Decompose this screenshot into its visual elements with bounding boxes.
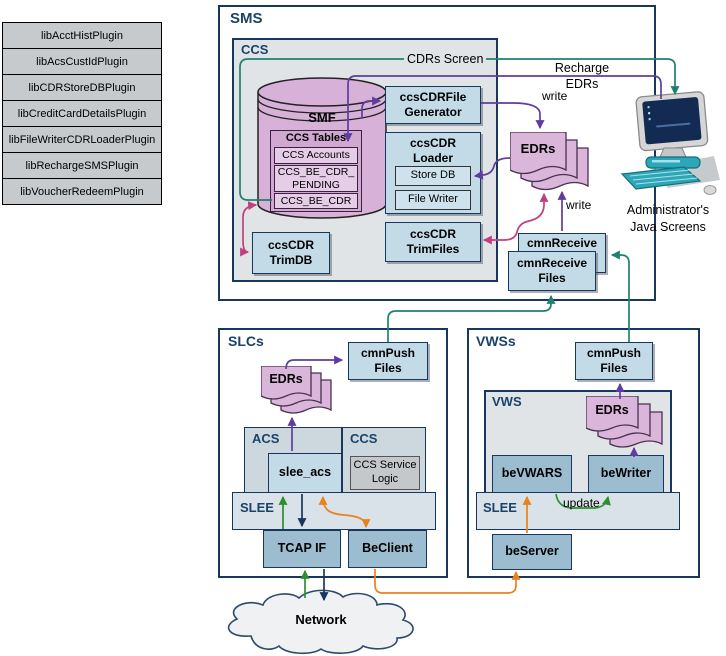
administrator-computer-icon [620, 91, 720, 195]
write-label-generator: write [542, 89, 568, 103]
list-item: libCDRStoreDBPlugin [2, 74, 162, 101]
tcap-if-box: TCAP IF [263, 530, 341, 568]
be-vwars-box: beVWARS [492, 455, 572, 493]
be-client-box: BeClient [348, 530, 427, 568]
be-writer-label: beWriter [600, 466, 652, 481]
edrs-label-vws: EDRs [595, 403, 629, 417]
recharge-edrs-label: Recharge EDRs [554, 61, 610, 91]
cmn-push-files-vwss-box: cmnPush Files [575, 342, 653, 380]
cmn-receive-back-label: cmnReceive [526, 236, 598, 250]
list-item: libAcsCustIdPlugin [2, 48, 162, 75]
ccs-service-logic-label: CCS Service Logic [353, 459, 417, 485]
plugin-library-list: libAcctHistPlugin libAcsCustIdPlugin lib… [2, 22, 162, 205]
write-label-receive: write [566, 198, 592, 212]
update-label: update [563, 496, 600, 510]
be-writer-box: beWriter [588, 455, 664, 493]
acs-title: ACS [252, 431, 280, 446]
store-db-box: Store DB [395, 166, 471, 186]
edrs-label-slcs: EDRs [269, 372, 303, 386]
smf-label: SMF [308, 110, 336, 125]
ccs-cdr-file-generator-label: ccsCDRFile Generator [399, 90, 467, 119]
network-cloud-icon [227, 589, 414, 655]
cmn-push-files-vwss-label: cmnPush Files [586, 346, 641, 375]
list-item: libVoucherRedeemPlugin [2, 178, 162, 205]
slee-label-slcs: SLEE [240, 500, 274, 515]
sms-title: SMS [230, 10, 263, 27]
edrs-documents-icon [261, 366, 332, 414]
ccs-service-logic-box: CCS Service Logic [350, 456, 420, 490]
ccs-tables-title: CCS Tables [285, 132, 347, 144]
slee-acs-box: slee_acs [268, 453, 342, 493]
tcap-if-label: TCAP IF [277, 541, 327, 556]
ccs-cdr-file-generator-box: ccsCDRFile Generator [385, 86, 481, 124]
ccs-be-cdr-table: CCS_BE_CDR [274, 193, 358, 209]
cmn-receive-files-label: cmnReceive Files [517, 256, 588, 285]
network-label: Network [295, 612, 347, 627]
list-item: libFileWriterCDRLoaderPlugin [2, 126, 162, 153]
edrs-documents-icon [586, 396, 663, 448]
list-item: libAcctHistPlugin [2, 22, 162, 49]
ccs-title: CCS [241, 42, 269, 57]
vwss-title: VWSs [476, 333, 516, 349]
ccs-cdr-trim-db-label: ccsCDR TrimDB [267, 238, 315, 267]
ccs-cdr-trim-db-box: ccsCDR TrimDB [252, 232, 330, 274]
slee-label-vws: SLEE [483, 500, 517, 515]
list-item: libRechargeSMSPlugin [2, 152, 162, 179]
be-server-box: beServer [492, 534, 572, 570]
cdrs-screen-label: CDRs Screen [404, 52, 487, 67]
slee-acs-label: slee_acs [278, 465, 332, 480]
be-client-label: BeClient [362, 541, 413, 556]
store-db-label: Store DB [410, 169, 456, 182]
list-item: libCreditCardDetailsPlugin [2, 100, 162, 127]
slee-bar-vws [476, 492, 680, 530]
ccs-be-cdr-pending-table: CCS_BE_CDR_ PENDING [274, 165, 358, 192]
file-writer-box: File Writer [395, 190, 471, 210]
cmn-push-files-slcs-label: cmnPush Files [360, 346, 415, 375]
cmn-push-files-slcs-box: cmnPush Files [348, 342, 428, 380]
vws-title: VWS [492, 394, 522, 409]
edrs-label-sms: EDRs [520, 141, 556, 156]
administrator-caption: Administrator's Java Screens [626, 203, 710, 234]
file-writer-label: File Writer [408, 193, 458, 206]
be-vwars-label: beVWARS [501, 466, 563, 481]
ccs-cdr-trim-files-box: ccsCDR TrimFiles [385, 222, 481, 262]
ccs-cdr-trim-files-label: ccsCDR TrimFiles [406, 227, 460, 256]
ccs-slcs-title: CCS [350, 431, 378, 446]
slcs-title: SLCs [228, 333, 264, 349]
cmn-receive-files-box: cmnReceive Files [508, 251, 596, 291]
ccs-cdr-loader-label: ccsCDR Loader [409, 136, 457, 165]
ccs-accounts-table: CCS Accounts [274, 147, 358, 164]
be-server-label: beServer [505, 544, 559, 559]
